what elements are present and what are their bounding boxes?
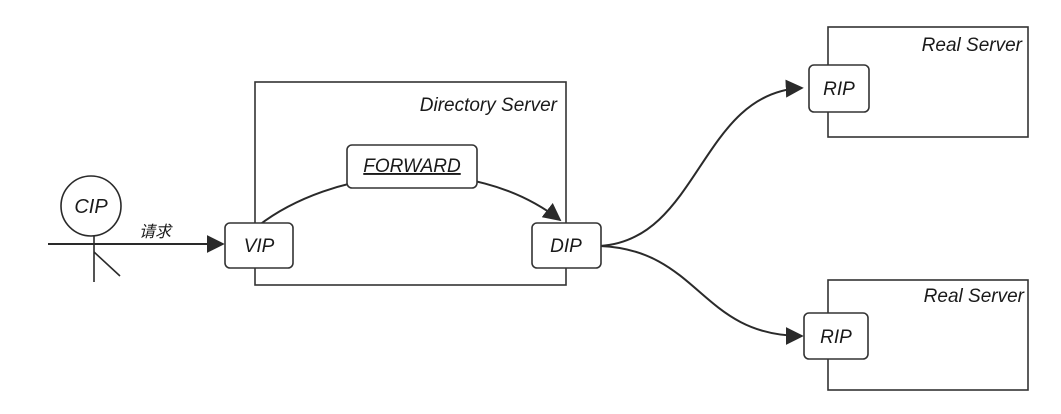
client-figure: CIP bbox=[60, 175, 122, 282]
client-leg bbox=[93, 251, 121, 277]
dip-to-rs2-arrow bbox=[599, 245, 804, 345]
rip-1-box bbox=[808, 64, 870, 113]
dip-box bbox=[531, 222, 602, 269]
forward-label: FORWARD bbox=[363, 156, 461, 177]
dip-to-rs1-arrow bbox=[599, 79, 804, 247]
forward-box bbox=[346, 144, 478, 189]
rip-1-label: RIP bbox=[823, 79, 855, 100]
rip-2-label: RIP bbox=[820, 327, 852, 348]
real-server-2-title: Real Server bbox=[924, 286, 1025, 307]
directory-server-title: Directory Server bbox=[420, 95, 558, 116]
vip-box bbox=[224, 222, 294, 269]
vip-label: VIP bbox=[244, 236, 275, 257]
rip-2-box bbox=[803, 312, 869, 360]
client-head bbox=[60, 175, 122, 237]
request-label: 请求 bbox=[139, 223, 173, 241]
real-server-1-title: Real Server bbox=[922, 35, 1023, 56]
client-label: CIP bbox=[74, 196, 108, 218]
dip-label: DIP bbox=[550, 236, 582, 257]
